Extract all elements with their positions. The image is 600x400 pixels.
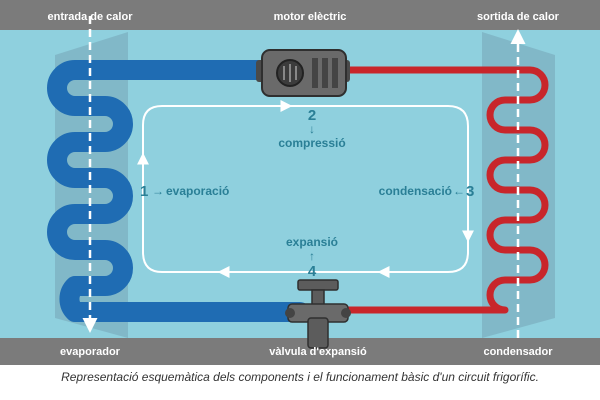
label-condenser: condensador bbox=[483, 346, 553, 358]
step-1-number: 1 bbox=[140, 183, 148, 200]
figure-caption: Representació esquemàtica dels component… bbox=[61, 370, 539, 384]
step-compression: 2 ↓ compressió bbox=[278, 107, 345, 150]
step-1-arrow: → bbox=[152, 184, 164, 198]
step-4-number: 4 bbox=[308, 263, 317, 280]
step-3-label: condensació bbox=[379, 184, 452, 198]
bottom-band bbox=[0, 338, 600, 365]
evaporator-coil bbox=[47, 60, 310, 322]
step-condensation: condensació ← 3 bbox=[379, 183, 475, 200]
electric-motor-icon bbox=[256, 49, 350, 97]
step-4-label: expansió bbox=[286, 235, 338, 249]
label-evaporator: evaporador bbox=[60, 346, 121, 358]
cycle-loop-top bbox=[142, 105, 474, 243]
label-heat-input: entrada de calor bbox=[48, 11, 134, 23]
top-band bbox=[0, 0, 600, 30]
diagram-canvas: entrada de calor motor elèctric sortida … bbox=[0, 0, 600, 365]
step-2-arrow: ↓ bbox=[309, 122, 315, 136]
expansion-valve-icon bbox=[285, 279, 351, 349]
step-4-arrow: ↑ bbox=[309, 249, 315, 263]
step-evaporation: 1 → evaporació bbox=[140, 183, 229, 200]
step-3-arrow: ← bbox=[453, 184, 465, 198]
label-heat-output: sortida de calor bbox=[477, 11, 560, 23]
step-2-label: compressió bbox=[278, 136, 345, 150]
step-expansion: expansió ↑ 4 bbox=[286, 235, 338, 280]
label-electric-motor: motor elèctric bbox=[274, 11, 347, 23]
condenser-panel bbox=[482, 32, 555, 338]
label-expansion-valve: vàlvula d'expansió bbox=[269, 346, 367, 358]
step-3-number: 3 bbox=[466, 183, 474, 200]
cycle-loop-bottom bbox=[137, 152, 469, 273]
step-2-number: 2 bbox=[308, 107, 316, 124]
step-1-label: evaporació bbox=[166, 184, 229, 198]
